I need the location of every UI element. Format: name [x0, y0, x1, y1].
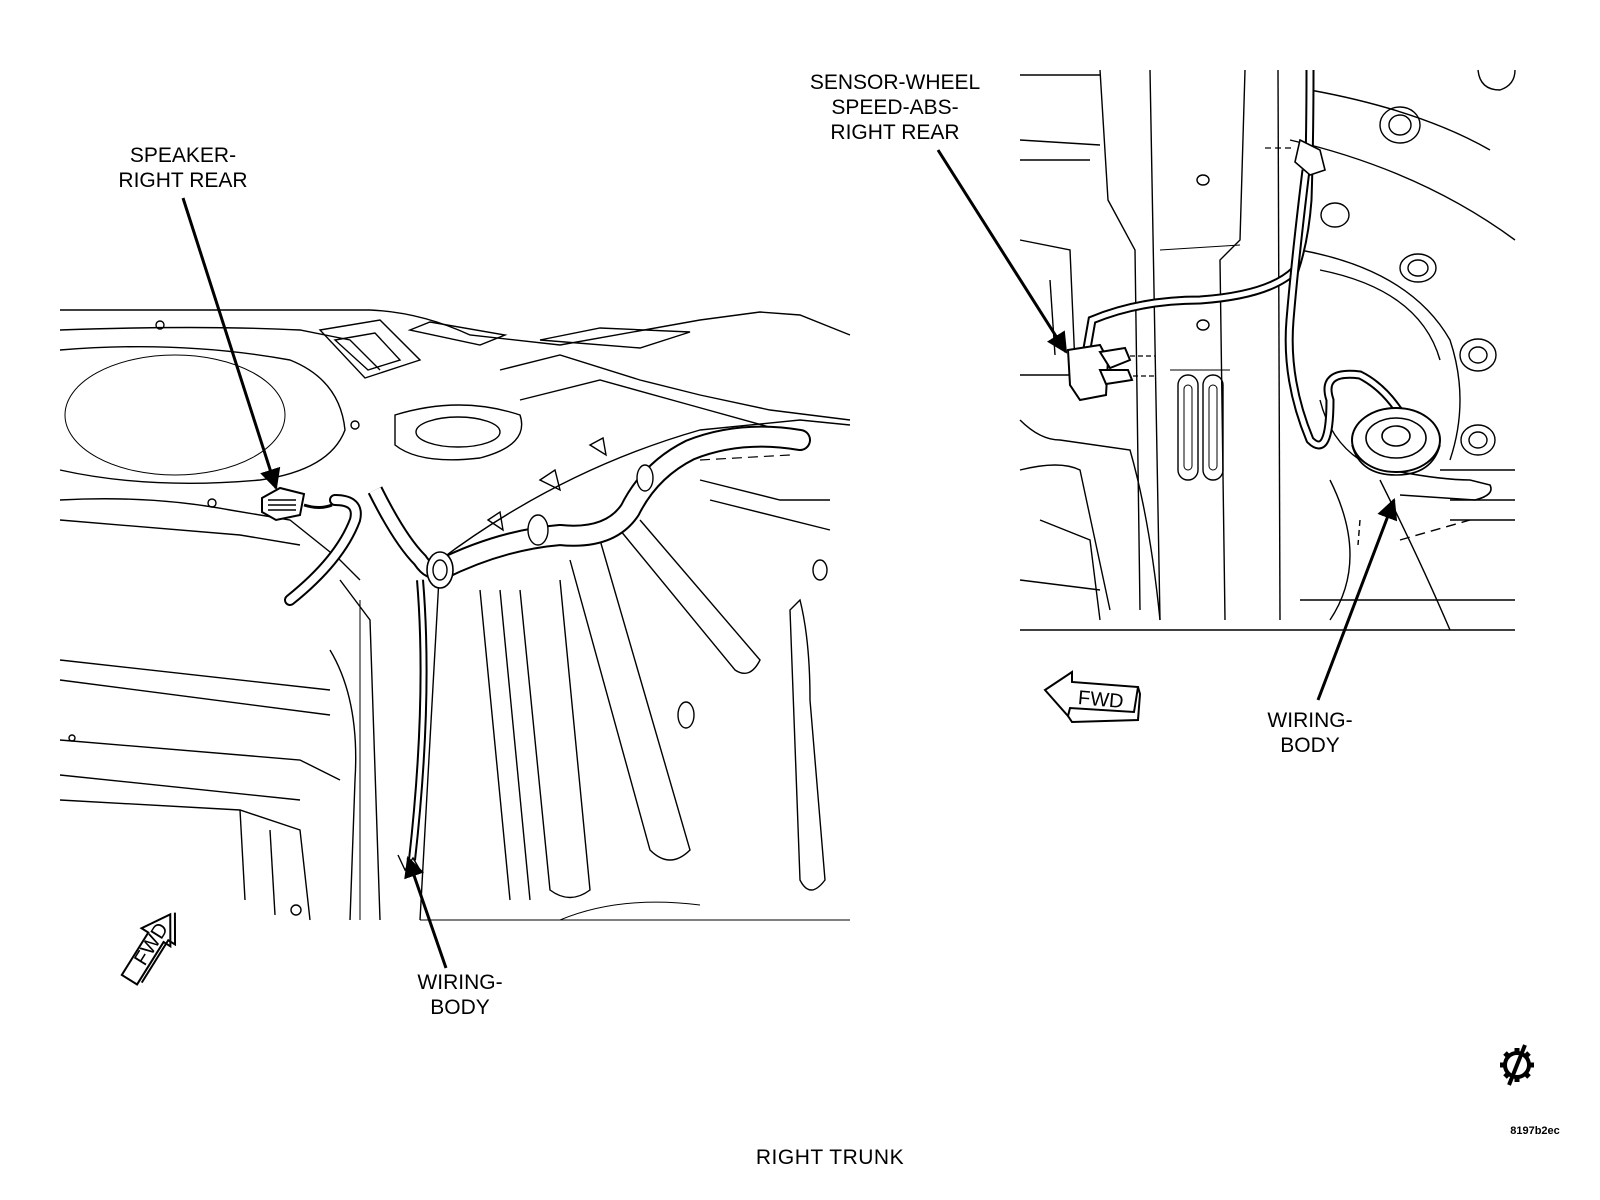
sensor-callout-line-1: SENSOR-WHEEL — [809, 71, 981, 94]
right-view-drawing — [1019, 69, 1516, 631]
speaker-callout-line-1: SPEAKER- — [129, 144, 237, 167]
sensor-callout-line-2: SPEED-ABS- — [831, 96, 959, 119]
figure-code: 8197b2ec — [1510, 1125, 1560, 1137]
left-wiring-harness — [284, 425, 811, 872]
sensor-leader-arrow — [936, 149, 1068, 354]
wiring-left-leader-arrow — [404, 856, 448, 969]
gear-slash-icon — [1500, 1044, 1534, 1086]
speaker-callout: SPEAKER- RIGHT REAR — [98, 143, 268, 193]
fwd-arrow-right-icon: FWD — [1043, 670, 1142, 724]
speaker-leader-arrow — [181, 197, 281, 490]
wiring-body-right-callout: WIRING- BODY — [1250, 708, 1370, 758]
grommet — [1351, 407, 1441, 476]
sensor-callout-line-3: RIGHT REAR — [830, 121, 960, 144]
fwd-arrow-left-icon: FWD — [120, 912, 177, 986]
wiring-right-line-1: WIRING- — [1267, 709, 1353, 732]
speaker-callout-line-2: RIGHT REAR — [118, 169, 248, 192]
speaker-connector — [261, 486, 333, 522]
wiring-right-line-2: BODY — [1280, 734, 1340, 757]
figure-caption: RIGHT TRUNK — [755, 1146, 905, 1169]
sensor-callout: SENSOR-WHEEL SPEED-ABS- RIGHT REAR — [795, 70, 995, 145]
wiring-left-line-2: BODY — [430, 996, 490, 1019]
wiring-body-left-callout: WIRING- BODY — [400, 970, 520, 1020]
fwd-label-right: FWD — [1077, 687, 1124, 713]
wiring-right-leader-arrow — [1316, 498, 1398, 701]
left-view-drawing — [59, 309, 851, 921]
wheel-speed-sensor — [1066, 343, 1155, 402]
right-wiring-harness — [1080, 69, 1492, 501]
wiring-left-line-1: WIRING- — [417, 971, 503, 994]
